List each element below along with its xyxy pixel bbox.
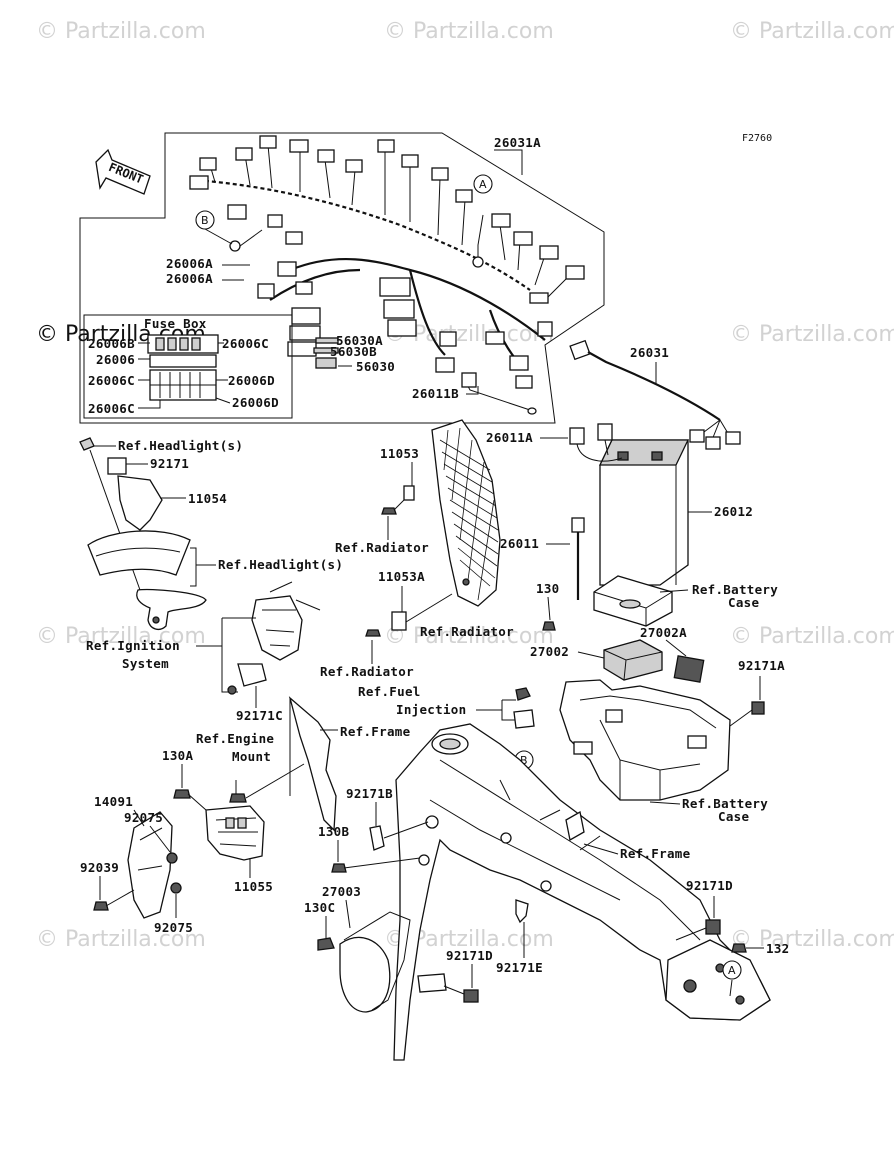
label-26011: 26011 [500,536,539,551]
figure-code: F2760 [742,133,772,144]
battery-group: 26011A 26012 26011 130 [486,423,753,631]
ref-ignition-b: System [122,656,169,671]
label-56030: 56030 [356,359,395,374]
label-92039: 92039 [80,860,119,875]
label-11053A: 11053A [378,569,425,584]
ref-battery-case-1-b: Case [728,595,759,610]
ref-headlight-1: Ref.Headlight(s) [118,438,243,453]
label-130B: 130B [318,824,349,839]
svg-text:A: A [728,964,736,977]
ref-battery-case-2-b: Case [718,809,749,824]
svg-text:B: B [520,754,528,767]
label-92171B: 92171B [346,786,393,801]
label-92171D-2: 92171D [686,878,733,893]
label-26011B: 26011B [412,386,459,401]
harness-panel: FRONT [79,132,605,424]
watermark-top-left: © Partzilla.com [36,19,206,44]
label-27002: 27002 [530,644,569,659]
label-26006C-3: 26006C [88,401,135,416]
svg-text:A: A [479,178,487,191]
label-92171: 92171 [150,456,189,471]
label-26031A: 26031A [494,135,541,150]
label-27002A: 27002A [640,625,687,640]
label-92171A: 92171A [738,658,785,673]
label-11054: 11054 [188,491,227,506]
label-14091: 14091 [94,794,133,809]
label-26006D-1: 26006D [228,373,275,388]
svg-text:B: B [201,214,209,227]
label-26012: 26012 [714,504,753,519]
watermark-lower-left: © Partzilla.com [36,624,206,649]
label-56030A: 56030A [336,333,383,348]
label-26031: 26031 [630,345,669,360]
sub-harness-26031: 26031 [569,339,741,450]
label-92171E: 92171E [496,960,543,975]
label-92171D-1: 92171D [446,948,493,963]
watermark-top-center: © Partzilla.com [384,19,554,44]
ref-fuel-injection-a: Ref.Fuel [358,684,421,699]
front-arrow-icon: FRONT [95,148,151,195]
ref-ignition-a: Ref.Ignition [86,638,180,653]
label-130: 130 [536,581,559,596]
label-27003: 27003 [322,884,361,899]
watermark-mid-right: © Partzilla.com [730,322,894,347]
ref-radiator-2: Ref.Radiator [420,624,514,639]
ref-headlight-2: Ref.Headlight(s) [218,557,343,572]
label-92075-1: 92075 [124,810,163,825]
label-26006A-2: 26006A [166,271,213,286]
engine-mount-frame: Ref.Frame Ref.Engine Mount 130A [162,696,411,832]
callout-a-top: A [473,174,493,194]
label-130C: 130C [304,900,335,915]
ref-engine-mount-a: Ref.Engine [196,731,274,746]
watermark-bottom-left: © Partzilla.com [36,927,206,952]
left-bracket-parts: 14091 92075 92039 92075 11055 [80,794,273,935]
label-26006A-1: 26006A [166,256,213,271]
label-11055: 11055 [234,879,273,894]
label-132: 132 [766,941,789,956]
label-26011A: 26011A [486,430,533,445]
ref-battery-case-1-a: Ref.Battery [692,582,778,597]
battery-case-tray: Ref.Battery Case [593,575,778,627]
label-130A: 130A [162,748,193,763]
frame-lower-parts: 92171B 130B 27003 130C 92171D 92171E 921… [304,786,789,1013]
ref-battery-case-2-a: Ref.Battery [682,796,768,811]
fuse-box-title: Fuse Box [144,316,207,331]
callout-a-bottom: A [722,960,742,980]
callout-b-top: B [195,210,215,230]
watermark-top-right: © Partzilla.com [730,19,894,44]
label-26006C-1: 26006C [222,336,269,351]
watermark-lower-right: © Partzilla.com [730,624,894,649]
ecu-and-battery-case: 27002A 27002 92171A Ref.Battery Case [530,625,785,824]
label-56030B: 56030B [330,344,377,359]
label-92171C: 92171C [236,708,283,723]
label-26006C-2: 26006C [88,373,135,388]
watermark-lower-center: © Partzilla.com [384,624,554,649]
ref-frame-2: Ref.Frame [620,846,691,861]
fuel-injection-brackets: Ref.Fuel Injection B [358,684,535,790]
label-26006B: 26006B [88,336,135,351]
ref-radiator-1: Ref.Radiator [335,540,429,555]
label-26006D-2: 26006D [232,395,279,410]
ref-fuel-injection-b: Injection [396,702,466,717]
radiator-cover: 11053 Ref.Radiator 11053A Ref.Radiator R… [320,419,514,679]
label-11053: 11053 [380,446,419,461]
ref-engine-mount-b: Mount [232,749,271,764]
fuse-box-inset: Fuse Box [83,314,293,419]
harness-labels: 26031A 26006A 26006A 26006B 26006C 26006… [88,135,541,416]
ref-radiator-3: Ref.Radiator [320,664,414,679]
headlight-bracket-group: Ref.Headlight(s) 92171 11054 Ref.Headlig… [79,437,343,631]
ref-frame-1: Ref.Frame [340,724,411,739]
main-frame: Ref.Frame [393,723,771,1061]
label-26006: 26006 [96,352,135,367]
ignition-bracket: Ref.Ignition System 92171C [86,581,321,723]
label-92075-2: 92075 [154,920,193,935]
